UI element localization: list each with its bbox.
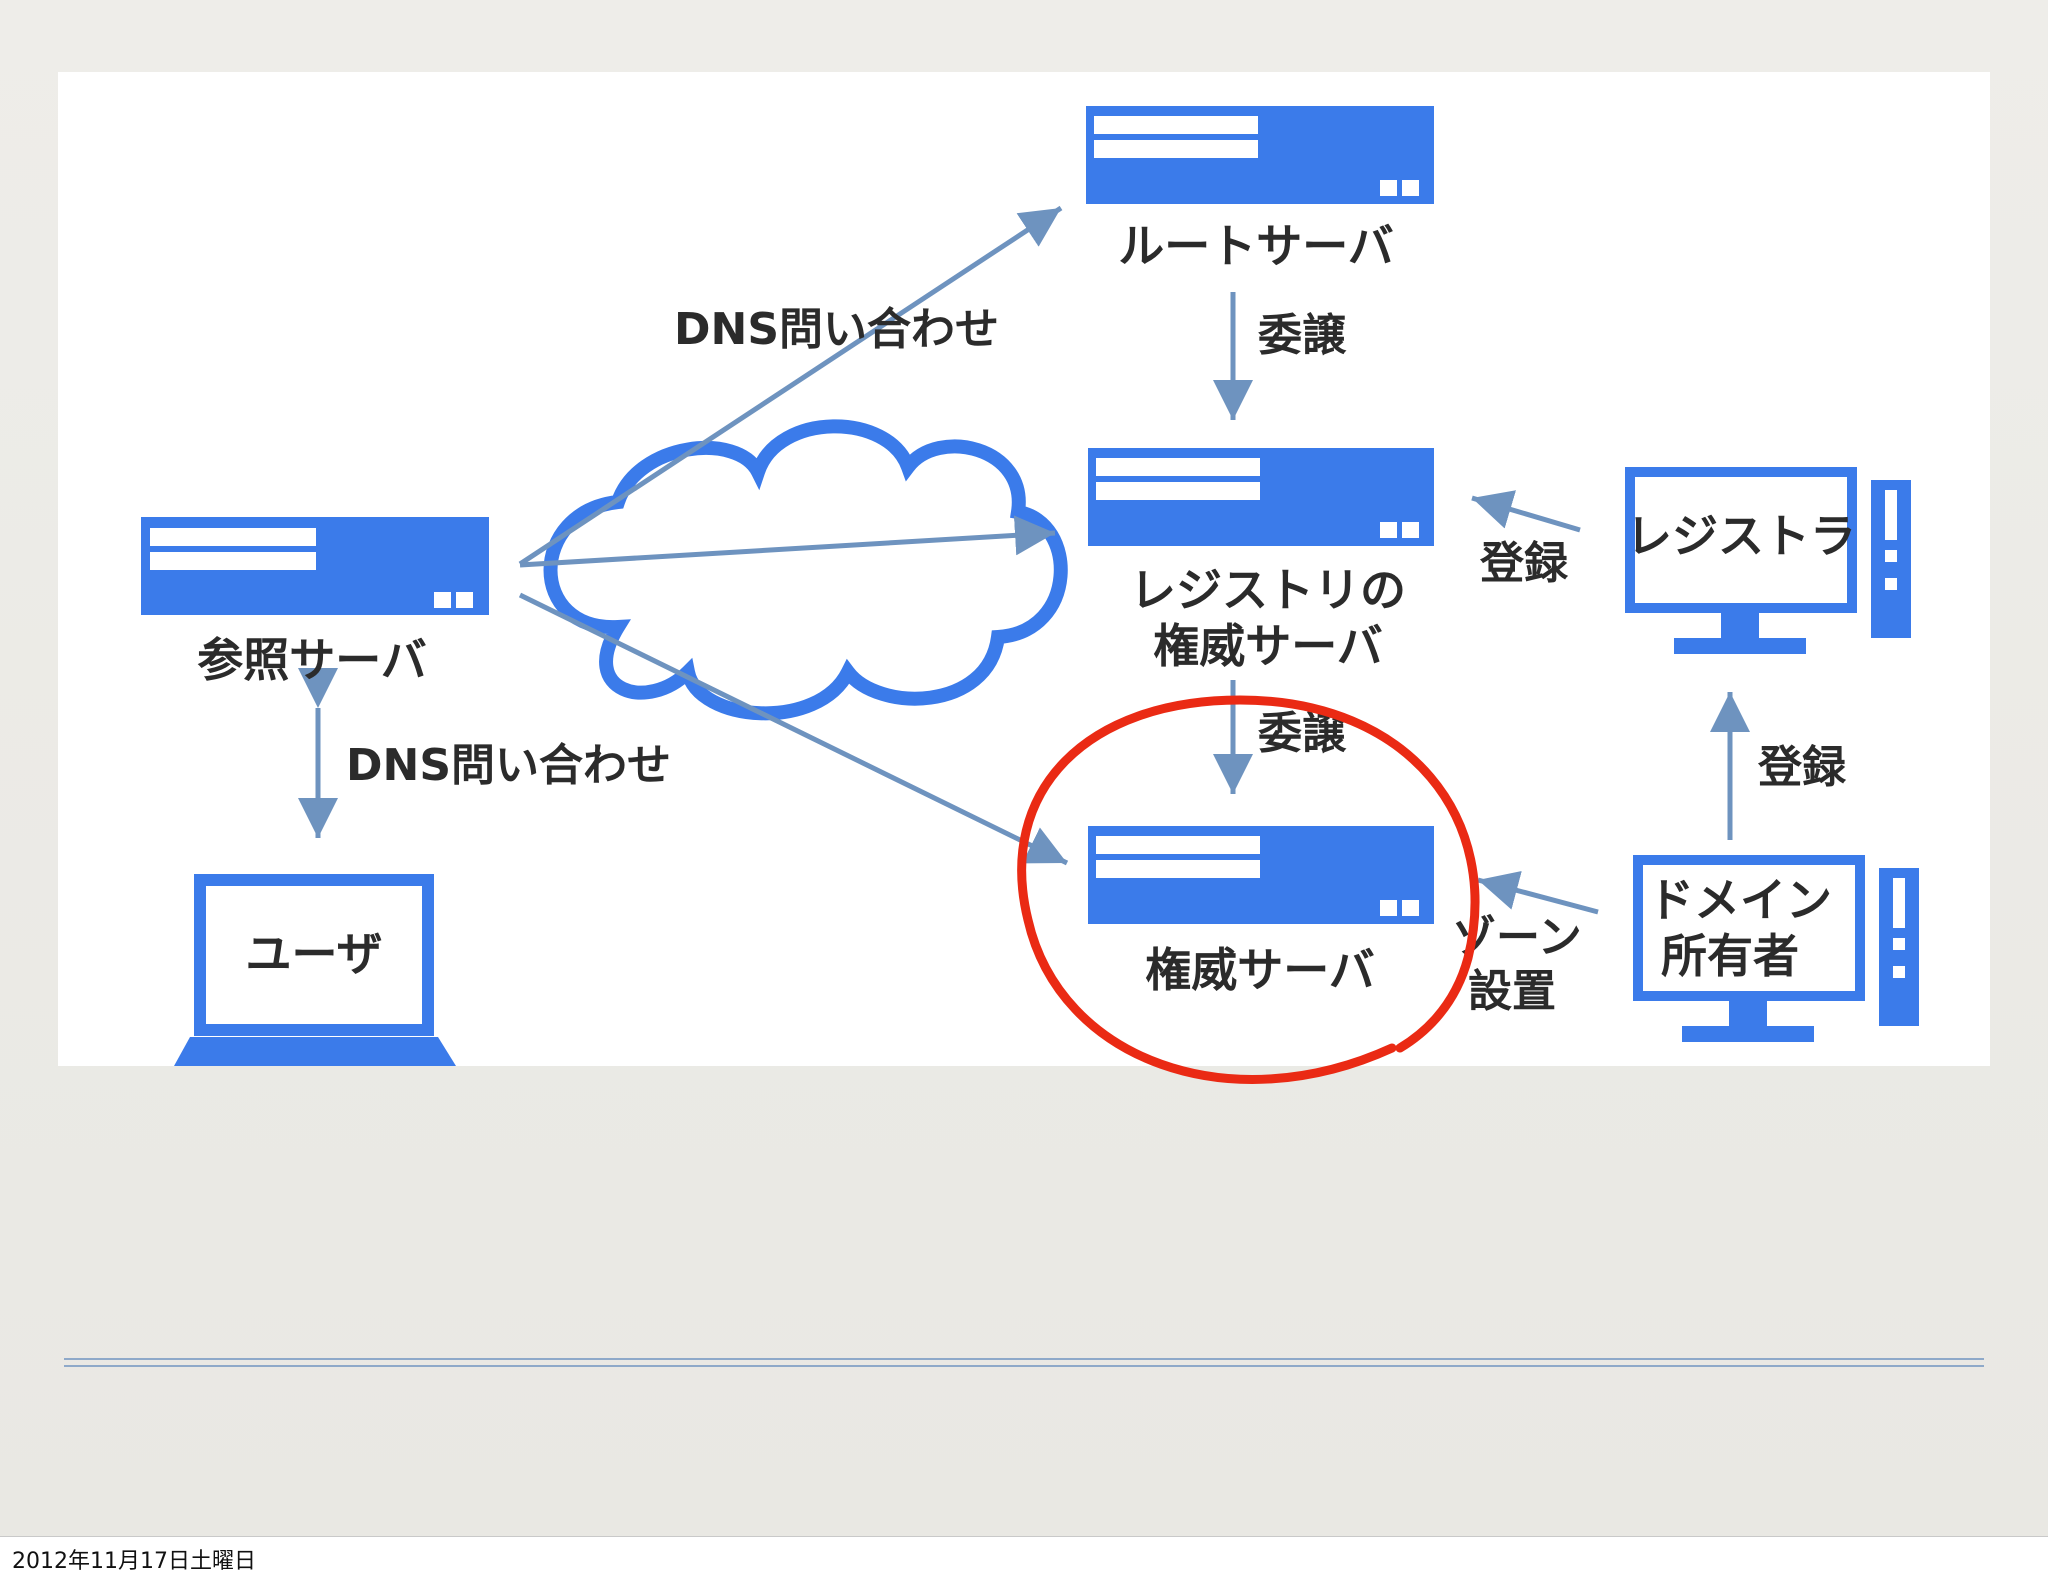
registry-auth-label-line2: 権威サーバ [1153,619,1383,673]
root-server-icon [1086,106,1434,204]
slide-divider [64,1358,1984,1367]
internet-cloud-icon [543,419,1068,721]
register-label-1: 登録 [1479,538,1569,589]
domain-owner-computer-icon [1633,855,1919,1042]
auth-server-icon [1088,826,1434,924]
laptop-icon [174,874,456,1066]
domain-owner-label-line2: 所有者 [1661,929,1799,983]
auth-server-label: 権威サーバ [1145,943,1375,997]
dns-diagram: ルートサーバ レジストリの 権威サーバ 権威サーバ 参照サーバ [58,72,1990,1066]
arrow-cache-to-root [518,205,1063,567]
root-server-label: ルートサーバ [1118,219,1394,273]
registry-auth-label-line1: レジストリの [1130,563,1406,617]
footer-bar [0,1536,2048,1577]
zone-setup-label-line2: 設置 [1468,966,1556,1017]
arrow-cache-to-auth [518,592,1069,866]
cache-server-icon [141,517,489,615]
dns-query-top-label: DNS問い合わせ [674,304,999,355]
arrow-registry-to-registry-auth [1471,490,1581,533]
register-label-2: 登録 [1757,742,1847,793]
cache-server-label: 参照サーバ [197,633,427,687]
footer-date: 2012年11月17日土曜日 [12,1549,256,1574]
registry-label: レジストラ [1626,509,1856,563]
delegation-label-1: 委譲 [1258,310,1347,361]
arrow-owner-to-auth [1477,870,1599,915]
registry-auth-server-icon [1088,448,1434,546]
arrows [298,205,1750,915]
user-label: ユーザ [245,927,382,981]
registry-computer-icon [1625,467,1911,654]
arrow-cache-to-registry-auth [519,515,1056,568]
domain-owner-label-line1: ドメイン [1648,873,1832,927]
dns-query-user-label: DNS問い合わせ [346,740,671,791]
